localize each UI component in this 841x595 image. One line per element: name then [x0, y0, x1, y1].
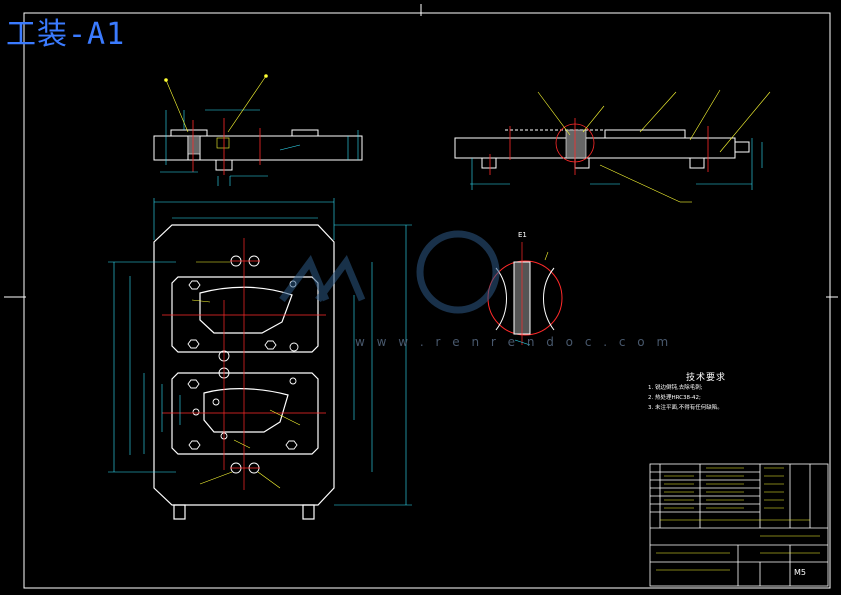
section-view-left-centerlines — [192, 118, 261, 175]
technical-requirement-line: 1. 锐边倒钝,去除毛刺; — [648, 385, 703, 391]
plan-view-dims — [108, 198, 412, 506]
watermark-text: w w w . r e n r e n d o c . c o m — [355, 335, 673, 349]
section-view-right-dims — [470, 138, 763, 190]
technical-requirements: 技术要求 1. 锐边倒钝,去除毛刺; 2. 热处理HRC38-42; 3. 未注… — [648, 370, 726, 413]
title-block-ticks — [656, 467, 820, 571]
plan-view-centerlines — [162, 238, 326, 490]
section-view-left-dims — [160, 109, 359, 186]
section-view-right-leaders — [537, 89, 771, 203]
technical-requirements-title: 技术要求 — [686, 373, 727, 383]
plan-view-leaders — [191, 261, 301, 489]
drawing-title-tag: 工装-A1 — [6, 17, 126, 52]
section-view-right-centerlines — [489, 118, 709, 175]
detail-view-label: E1 — [518, 231, 527, 239]
section-view-left — [153, 129, 363, 171]
detail-view — [487, 242, 563, 346]
sheet-frame — [4, 4, 838, 589]
plan-view-holes — [187, 255, 299, 474]
sheet-id: M5 — [794, 568, 806, 577]
watermark-logo — [279, 230, 500, 314]
section-view-left-hatch — [187, 135, 230, 155]
technical-requirement-line: 2. 热处理HRC38-42; — [648, 395, 701, 401]
technical-requirement-line: 3. 未注平面,不得有任何缺陷。 — [648, 405, 723, 411]
title-block — [649, 463, 829, 587]
section-view-right — [454, 129, 750, 169]
section-view-left-leaders — [164, 74, 268, 133]
